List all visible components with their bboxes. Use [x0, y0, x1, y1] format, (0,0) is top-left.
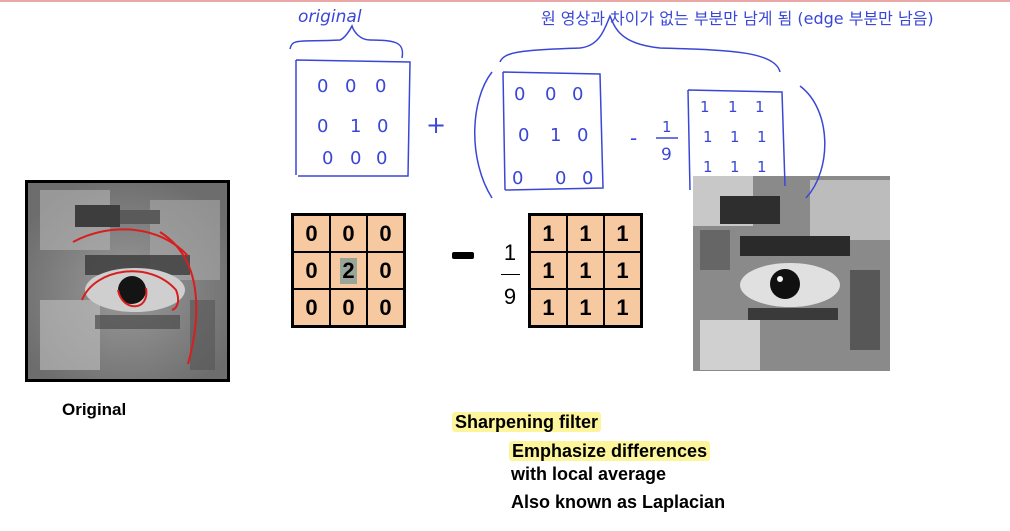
svg-text:1: 1: [755, 98, 765, 116]
fraction-denominator: 9: [503, 284, 517, 309]
svg-text:0: 0: [512, 168, 523, 189]
kernel-cell: 1: [567, 289, 604, 326]
svg-text:1: 1: [350, 116, 361, 137]
hand-minus-sign: -: [630, 126, 637, 150]
svg-text:0: 0: [322, 148, 333, 169]
svg-text:1: 1: [757, 128, 767, 146]
sharpening-line-3: Also known as Laplacian: [511, 492, 726, 512]
svg-text:0: 0: [518, 125, 529, 146]
sharpening-title: Sharpening filter: [452, 412, 602, 433]
kernel-cell: 1: [567, 215, 604, 252]
red-contour-eye-lower: [117, 287, 148, 308]
kernel-cell: 1: [530, 215, 567, 252]
kernel-cell: 0: [330, 289, 367, 326]
kernel-cell: 0: [293, 252, 330, 289]
sharpening-line-2: with local average: [511, 464, 667, 484]
red-contour-cheek: [159, 231, 198, 365]
sharpening-line-1: Emphasize differences: [509, 441, 711, 462]
kernel-cell: 1: [604, 215, 641, 252]
kernel-cell: 1: [604, 289, 641, 326]
sharpening-title-text: Sharpening filter: [452, 412, 602, 432]
kernel-center-value: 2: [340, 257, 357, 284]
kernel-cell: 0: [293, 289, 330, 326]
svg-text:1: 1: [730, 128, 740, 146]
svg-text:1: 1: [728, 98, 738, 116]
kernel-cell: 0: [330, 215, 367, 252]
svg-text:0: 0: [375, 76, 386, 97]
fraction-numerator: 1: [503, 240, 517, 265]
hand-plus-sign: +: [426, 111, 446, 139]
kernel-cell: 1: [530, 289, 567, 326]
hand-matrix-c: 1 1 1 1 1 1 1 1 1: [700, 98, 767, 176]
kernel-box-average: 1 1 1 1 1 1 1 1 1: [528, 213, 643, 328]
kernel-cell: 0: [293, 215, 330, 252]
svg-text:0: 0: [572, 84, 583, 105]
svg-text:0: 0: [545, 84, 556, 105]
kernel-cell: 1: [604, 252, 641, 289]
kernel-cell-center: 2: [330, 252, 367, 289]
hand-korean-note: 원 영상과 차이가 없는 부분만 남게 됨 (edge 부분만 남음): [541, 9, 934, 28]
kernel-identity-2x: 0 0 0 0 2 0 0 0 0: [291, 213, 406, 328]
svg-text:1: 1: [730, 158, 740, 176]
kernel-cell: 1: [530, 252, 567, 289]
fraction-bar: [501, 274, 520, 275]
kernel-cell: 0: [367, 289, 404, 326]
svg-text:0: 0: [317, 76, 328, 97]
hand-original-label: original: [298, 7, 362, 27]
svg-text:0: 0: [377, 116, 388, 137]
hand-matrix-a: 0 0 0 0 1 0 0 0 0: [317, 76, 388, 169]
red-contour-eye-upper: [81, 270, 180, 311]
sharpening-line-1-text: Emphasize differences: [509, 441, 711, 461]
kernel-cell: 0: [367, 252, 404, 289]
svg-text:1: 1: [703, 128, 713, 146]
svg-text:0: 0: [317, 116, 328, 137]
svg-text:1: 1: [757, 158, 767, 176]
kernel-cell: 0: [367, 215, 404, 252]
svg-text:0: 0: [514, 84, 525, 105]
svg-text:0: 0: [345, 76, 356, 97]
svg-text:1: 1: [550, 125, 561, 146]
hand-fraction-den: 9: [661, 145, 672, 165]
svg-text:0: 0: [582, 168, 593, 189]
svg-text:0: 0: [350, 148, 361, 169]
svg-text:1: 1: [700, 98, 710, 116]
top-rule: [0, 0, 1010, 2]
svg-text:1: 1: [703, 158, 713, 176]
original-caption: Original: [62, 400, 127, 419]
minus-operator: [452, 252, 474, 259]
svg-text:0: 0: [577, 125, 588, 146]
hand-matrix-b: 0 0 0 0 1 0 0 0 0: [512, 84, 593, 189]
svg-text:0: 0: [555, 168, 566, 189]
kernel-cell: 1: [567, 252, 604, 289]
hand-fraction-num: 1: [662, 118, 672, 136]
svg-text:0: 0: [376, 148, 387, 169]
